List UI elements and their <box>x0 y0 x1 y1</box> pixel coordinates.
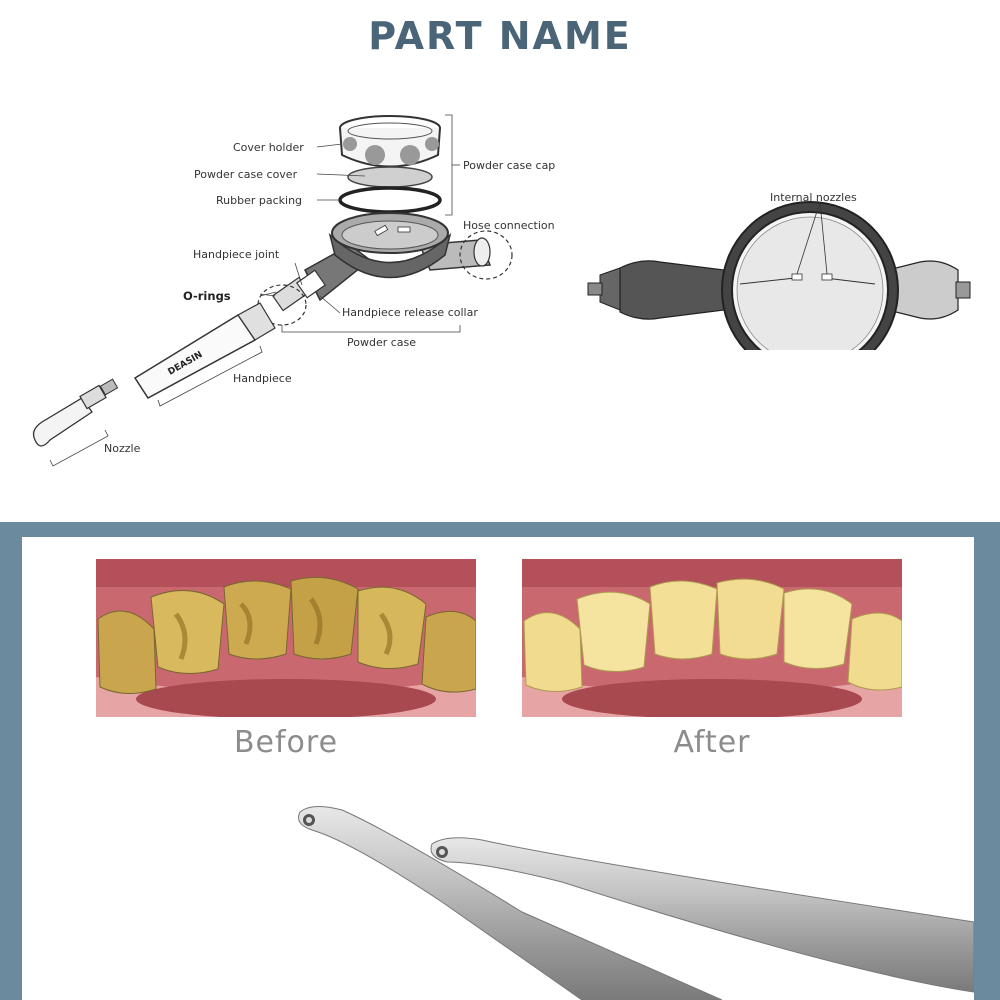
label-hose-connection: Hose connection <box>463 219 555 232</box>
handpiece-nozzles-photo <box>298 806 974 1000</box>
label-nozzle: Nozzle <box>104 442 141 455</box>
after-caption: After <box>673 725 751 760</box>
label-handpiece-joint: Handpiece joint <box>193 248 280 261</box>
label-handpiece: Handpiece <box>233 372 292 385</box>
results-frame: Before After <box>0 522 1000 1000</box>
rubber-packing-illustration <box>338 186 442 214</box>
label-powder-case-cap: Powder case cap <box>463 159 555 172</box>
handpiece-tip-1 <box>298 806 723 1000</box>
exploded-parts-diagram: DEASIN Cover holder Powder case cover Ru… <box>32 114 555 467</box>
results-panel: Before After <box>22 537 974 1000</box>
label-o-rings: O-rings <box>183 289 231 303</box>
before-caption: Before <box>233 725 339 760</box>
label-powder-case: Powder case <box>347 336 416 349</box>
internal-nozzles-diagram: Internal nozzles <box>587 191 971 350</box>
label-powder-case-cover: Powder case cover <box>194 168 298 181</box>
nozzle-illustration <box>32 378 119 447</box>
cover-holder-illustration <box>339 115 441 168</box>
handpiece-illustration: DEASIN <box>133 302 276 399</box>
stained-teeth <box>97 576 476 694</box>
powder-case-top-view <box>587 201 971 350</box>
label-rubber-packing: Rubber packing <box>216 194 302 207</box>
before-teeth-photo <box>96 559 476 717</box>
label-internal-nozzles: Internal nozzles <box>770 191 857 204</box>
handpiece-tip-2 <box>430 837 974 993</box>
label-cover-holder: Cover holder <box>233 141 304 154</box>
powder-case-cover-illustration <box>347 166 433 188</box>
label-handpiece-release-collar: Handpiece release collar <box>342 306 478 319</box>
clean-teeth <box>523 578 902 692</box>
handpiece-joint-illustration <box>271 269 327 312</box>
hose-connection-marker <box>459 230 513 280</box>
o-rings-marker <box>257 284 307 326</box>
page-title: PART NAME <box>368 14 632 58</box>
after-teeth-photo <box>522 559 902 717</box>
